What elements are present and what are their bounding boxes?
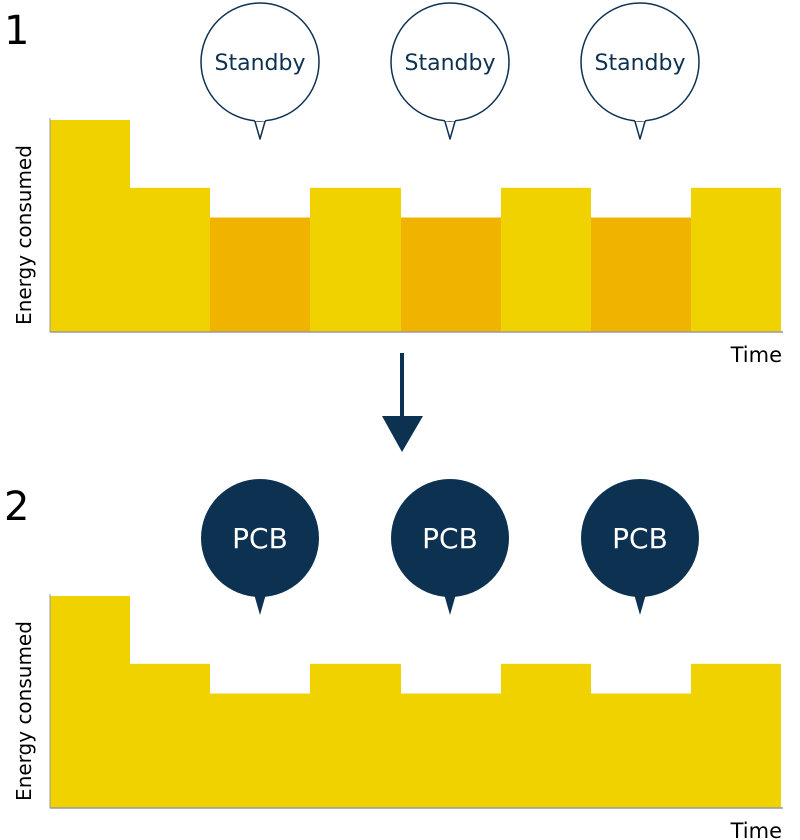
speech-bubble-seam	[255, 115, 265, 121]
energy-bar	[591, 693, 691, 808]
pcb-bubble: PCB	[201, 479, 319, 615]
energy-bar	[691, 187, 781, 332]
speech-bubble-tail	[253, 117, 267, 140]
x-axis-label: Time	[730, 819, 782, 840]
energy-bar	[130, 187, 210, 332]
standby-bubble: Standby	[200, 2, 320, 140]
bubble-label: PCB	[612, 522, 668, 555]
bubble-label: PCB	[422, 522, 478, 555]
standby-bubble: Standby	[390, 2, 510, 140]
bubble-label: Standby	[215, 51, 306, 76]
pcb-bubble: PCB	[581, 479, 699, 615]
energy-bar	[210, 693, 310, 808]
standby-bubble: Standby	[580, 2, 700, 140]
speech-bubble-tail	[633, 117, 647, 140]
step-number: 1	[4, 8, 29, 54]
x-axis-label: Time	[730, 343, 782, 367]
bubble-label: Standby	[595, 51, 686, 76]
speech-bubble-seam	[635, 115, 645, 121]
speech-bubble-tail	[634, 594, 646, 615]
bubble-label: PCB	[232, 522, 288, 555]
energy-bar	[210, 217, 310, 332]
y-axis-label: Energy consumed	[12, 145, 36, 325]
arrow-down-icon	[382, 416, 423, 452]
energy-bar	[50, 120, 130, 332]
pcb-bubble: PCB	[391, 479, 509, 615]
speech-bubble-tail	[443, 117, 457, 140]
down-arrow-connector	[382, 353, 423, 452]
speech-bubble-tail	[444, 594, 456, 615]
y-axis-label: Energy consumed	[12, 621, 36, 801]
energy-bar	[401, 693, 501, 808]
speech-bubble-circle	[581, 479, 699, 597]
energy-bar	[501, 187, 591, 332]
energy-bar	[130, 663, 210, 808]
energy-bar	[401, 217, 501, 332]
speech-bubble-seam	[445, 115, 455, 121]
speech-bubble-circle	[201, 479, 319, 597]
energy-bar	[501, 663, 591, 808]
energy-bar	[50, 596, 130, 808]
energy-bar	[310, 187, 401, 332]
bubble-label: Standby	[405, 51, 496, 76]
energy-bar	[591, 217, 691, 332]
speech-bubble-circle	[391, 479, 509, 597]
speech-bubble-tail	[254, 594, 266, 615]
energy-bar	[691, 663, 781, 808]
step-number: 2	[4, 484, 29, 530]
energy-bar	[310, 663, 401, 808]
